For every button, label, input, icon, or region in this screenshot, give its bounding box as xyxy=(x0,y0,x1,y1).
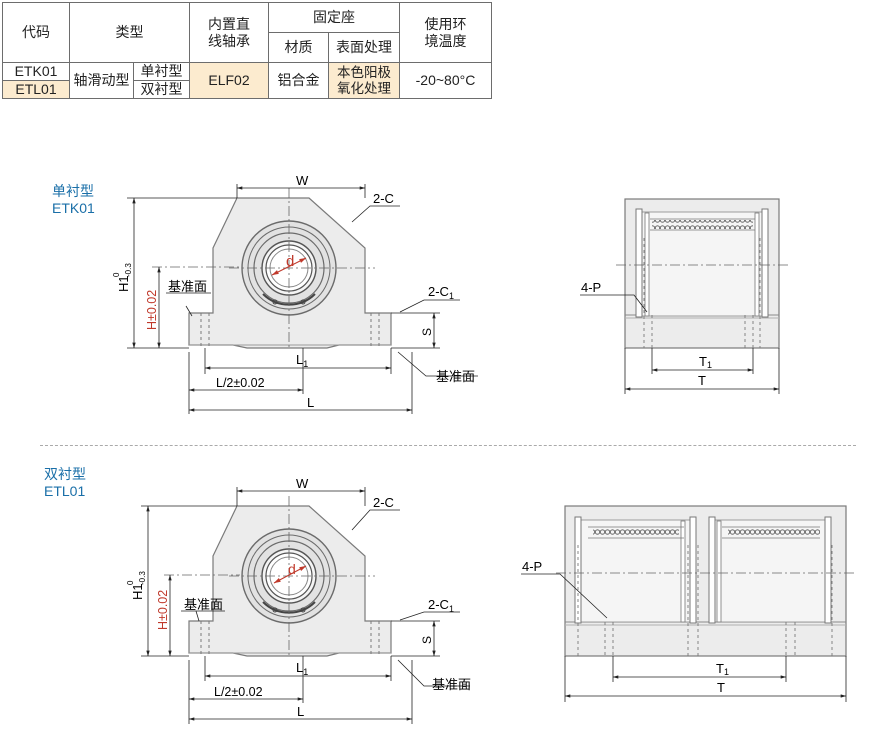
label-s-double: S xyxy=(420,636,434,644)
code-single: ETK01 xyxy=(2,62,70,81)
single-l-dimension xyxy=(188,352,413,414)
caption-double-code: ETL01 xyxy=(44,483,86,499)
surface-value: 本色阳极 氧化处理 xyxy=(328,62,400,99)
single-lhalf-dimension xyxy=(188,348,304,414)
label-d-double: d xyxy=(288,561,296,577)
double-w-dimension xyxy=(236,487,366,506)
double-l1-dimension xyxy=(204,656,392,681)
label-t-single: T xyxy=(698,373,706,388)
label-h1: H1 xyxy=(116,275,131,292)
double-side-view xyxy=(556,505,856,657)
section-divider xyxy=(40,445,856,446)
double-h-dimension xyxy=(164,574,240,657)
label-h1-double: H1 xyxy=(130,583,145,600)
label-lhalf: L/2±0.02 xyxy=(216,376,265,390)
double-lhalf-dimension xyxy=(188,656,304,724)
double-d-dimension: d xyxy=(273,561,307,584)
header-env-temp: 使用环 境温度 xyxy=(399,2,492,63)
label-datum-left: 基准面 xyxy=(168,279,207,294)
label-datum-right-double: 基准面 xyxy=(432,677,471,692)
label-lhalf-double: L/2±0.02 xyxy=(214,685,263,699)
label-2c: 2-C xyxy=(373,191,394,206)
header-surface: 表面处理 xyxy=(328,32,400,63)
type-double: 双衬型 xyxy=(133,80,190,99)
double-h1-dimension xyxy=(141,505,237,657)
spec-table: 代码 类型 内置直 线轴承 固定座 使用环 境温度 材质 表面处理 ETK01 … xyxy=(2,2,492,99)
caption-single-type: 单衬型 xyxy=(52,183,94,199)
label-t-double: T xyxy=(717,680,725,695)
double-l-dimension xyxy=(188,660,413,724)
single-d-dimension: d xyxy=(271,253,307,276)
label-w-double: W xyxy=(296,476,309,491)
temp-value: -20~80°C xyxy=(399,62,492,99)
material-value: 铝合金 xyxy=(268,62,329,99)
label-datum-left-double: 基准面 xyxy=(184,597,223,612)
label-h1-tol-bottom: -0.3 xyxy=(124,263,133,277)
single-s-dimension xyxy=(391,312,440,349)
label-2c1-double: 2-C1 xyxy=(428,597,454,614)
label-l: L xyxy=(307,395,314,410)
label-t1-single: T1 xyxy=(699,354,712,370)
label-2c1: 2-C1 xyxy=(428,284,454,301)
label-h1-tol-top-double: 0 xyxy=(126,580,135,585)
label-h1-tol-bottom-double: -0.3 xyxy=(138,571,147,585)
label-l-double: L xyxy=(297,704,304,719)
label-h-double: H±0.02 xyxy=(156,590,170,630)
label-w: W xyxy=(296,173,309,188)
header-code: 代码 xyxy=(2,2,70,63)
label-2c-double: 2-C xyxy=(373,495,394,510)
label-d: d xyxy=(286,253,294,270)
code-double: ETL01 xyxy=(2,80,70,99)
single-h-dimension xyxy=(152,266,240,349)
type-main: 轴滑动型 xyxy=(69,62,134,99)
caption-double: 双衬型 ETL01 xyxy=(44,466,86,500)
label-l1-double: L1 xyxy=(296,660,308,677)
double-s-dimension xyxy=(391,620,440,657)
header-material: 材质 xyxy=(268,32,329,63)
header-fixed-seat: 固定座 xyxy=(268,2,400,33)
label-4p-single: 4-P xyxy=(581,280,601,295)
single-l1-dimension xyxy=(204,348,392,374)
label-h1-tol-top: 0 xyxy=(112,272,121,277)
caption-single: 单衬型 ETK01 xyxy=(52,183,95,217)
caption-single-code: ETK01 xyxy=(52,200,95,216)
label-4p-double: 4-P xyxy=(522,559,542,574)
double-t-dimensions xyxy=(564,656,847,702)
caption-double-type: 双衬型 xyxy=(44,466,86,482)
label-l1: L1 xyxy=(296,352,308,369)
single-w-dimension xyxy=(236,184,366,198)
label-s: S xyxy=(420,328,434,336)
label-t1-double: T1 xyxy=(716,661,729,677)
single-t-dimensions xyxy=(624,348,780,394)
label-datum-right: 基准面 xyxy=(436,369,475,384)
label-h: H±0.02 xyxy=(145,290,159,330)
single-side-view xyxy=(616,198,790,349)
bearing-model: ELF02 xyxy=(189,62,269,99)
single-2c-leader xyxy=(351,205,400,223)
